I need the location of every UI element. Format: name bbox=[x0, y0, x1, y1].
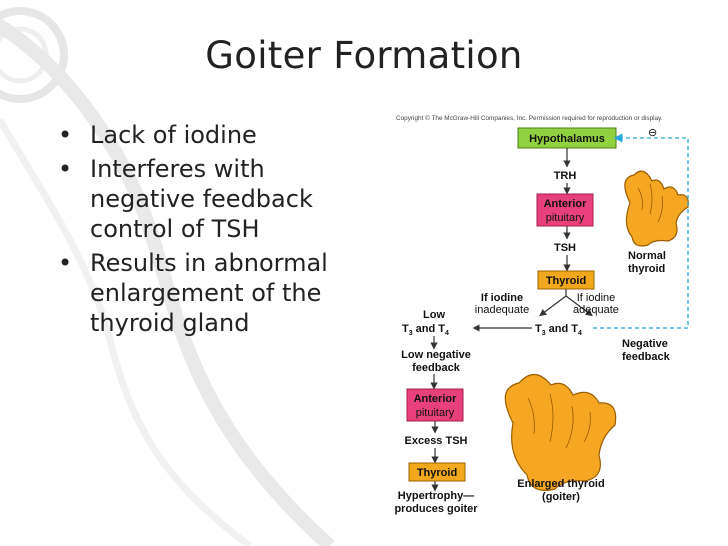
bullet-line: thyroid gland bbox=[90, 309, 250, 337]
anterior-pituitary-label-2: Anterior bbox=[414, 393, 458, 405]
copyright-notice: Copyright © The McGraw-Hill Companies, I… bbox=[396, 114, 663, 122]
bullet-line: control of TSH bbox=[90, 215, 260, 243]
t3-text: T bbox=[535, 323, 542, 335]
t3-subscript: 3 bbox=[542, 330, 546, 337]
thyroid-box-2 bbox=[408, 462, 466, 482]
bullet-line: Results in abnormal bbox=[90, 249, 328, 277]
low-negative-feedback-label: Low negative bbox=[401, 349, 471, 361]
hypertrophy-label: produces goiter bbox=[394, 503, 478, 515]
hypothalamus-label: Hypothalamus bbox=[529, 133, 605, 145]
negative-feedback-label: Negative bbox=[622, 338, 668, 350]
if-iodine-adequate-label: If iodine bbox=[577, 292, 616, 304]
t3-subscript: 3 bbox=[409, 330, 413, 337]
if-iodine-inadequate-label: If iodine bbox=[481, 292, 523, 304]
bullet-item: • Lack of iodine bbox=[58, 120, 358, 150]
negative-feedback-label: feedback bbox=[622, 351, 671, 363]
decorative-swirl bbox=[0, 7, 335, 546]
and-t4-text: and T bbox=[549, 323, 579, 335]
bullet-line: Lack of iodine bbox=[90, 121, 257, 149]
negative-feedback-line bbox=[593, 133, 689, 329]
anterior-pituitary-label: Anterior bbox=[544, 198, 588, 210]
tsh-label: TSH bbox=[554, 242, 576, 254]
if-iodine-adequate-label: adequate bbox=[573, 304, 619, 316]
anterior-pituitary-box-2 bbox=[406, 388, 464, 422]
bullet-glyph: • bbox=[58, 155, 73, 183]
enlarged-thyroid-label: (goiter) bbox=[542, 491, 580, 503]
arrow bbox=[565, 295, 593, 317]
and-t4-text: and T bbox=[416, 323, 446, 335]
low-t3-t4-label: Low bbox=[423, 309, 445, 321]
normal-thyroid-label: Normal bbox=[628, 250, 666, 262]
arrow bbox=[539, 295, 567, 317]
t4-subscript: 4 bbox=[578, 330, 582, 337]
thyroid-label-2: Thyroid bbox=[417, 467, 457, 479]
enlarged-thyroid-label: Enlarged thyroid bbox=[517, 478, 604, 490]
normal-thyroid-label: thyroid bbox=[628, 263, 665, 275]
anterior-pituitary-label: pituitary bbox=[546, 212, 585, 224]
slide-title: Goiter Formation bbox=[205, 34, 523, 77]
anterior-pituitary-label-2: pituitary bbox=[416, 407, 455, 419]
anterior-pituitary-box bbox=[536, 193, 594, 227]
t3-text: T bbox=[402, 323, 409, 335]
trh-label: TRH bbox=[554, 170, 577, 182]
bullet-glyph: • bbox=[58, 249, 73, 277]
thyroid-label: Thyroid bbox=[546, 275, 586, 287]
bullet-list: • Lack of iodine • Interferes with negat… bbox=[58, 120, 358, 342]
bullet-glyph: • bbox=[58, 121, 73, 149]
enlarged-thyroid-gland bbox=[504, 373, 617, 491]
bullet-item: • Results in abnormal enlargement of the… bbox=[58, 248, 358, 338]
excess-tsh-label: Excess TSH bbox=[405, 435, 468, 447]
hypertrophy-label: Hypertrophy— bbox=[398, 490, 474, 502]
bullet-item: • Interferes with negative feedback cont… bbox=[58, 154, 358, 244]
goiter-diagram: Copyright © The McGraw-Hill Companies, I… bbox=[394, 114, 689, 515]
normal-thyroid-gland bbox=[624, 170, 689, 247]
if-iodine-inadequate-label: inadequate bbox=[475, 304, 529, 316]
bullet-line: Interferes with bbox=[90, 155, 265, 183]
bullet-line: negative feedback bbox=[90, 185, 313, 213]
low-negative-feedback-label: feedback bbox=[412, 362, 461, 374]
t4-subscript: 4 bbox=[445, 330, 449, 337]
minus-sign: ⊖ bbox=[648, 127, 657, 139]
bullet-line: enlargement of the bbox=[90, 279, 322, 307]
